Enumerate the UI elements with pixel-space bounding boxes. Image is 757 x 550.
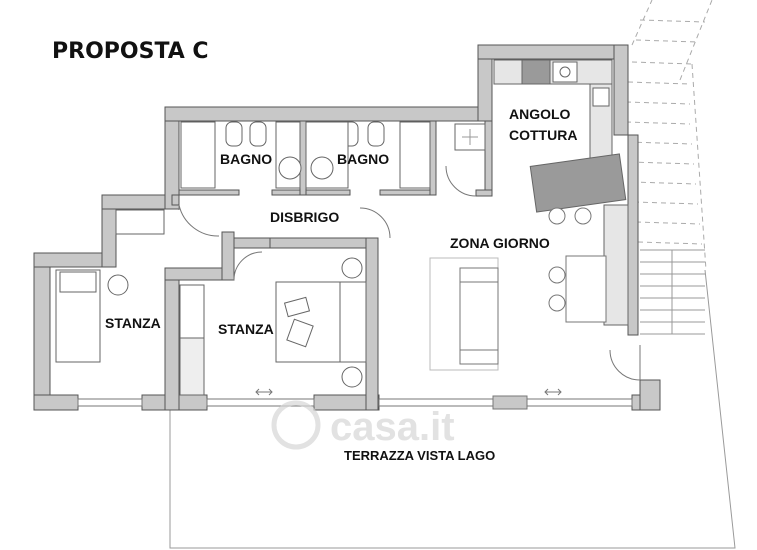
exterior-stairs [625, 0, 713, 271]
windows [77, 395, 633, 410]
room-label-terrazza: TERRAZZA VISTA LAGO [344, 448, 495, 463]
doors [178, 165, 641, 381]
window-arrows [255, 388, 562, 396]
watermark: casa.it [271, 400, 455, 450]
interior-stairs [640, 249, 705, 335]
room-label-disbrigo: DISBRIGO [270, 209, 339, 225]
room-label-angolo: ANGOLO [509, 106, 571, 122]
room-label-bagno-left: BAGNO [220, 151, 272, 167]
room-label-cottura: COTTURA [509, 127, 577, 143]
bathroom-fixtures [180, 121, 486, 189]
bedroom-center-furniture [179, 257, 367, 396]
room-label-stanza-center: STANZA [218, 321, 274, 337]
plan-title: PROPOSTA C [52, 39, 209, 64]
bedroom-left-furniture [55, 209, 165, 363]
room-label-zona-giorno: ZONA GIORNO [450, 235, 550, 251]
living-furniture [429, 207, 607, 371]
walls [33, 44, 661, 411]
terrace-outline [169, 269, 736, 549]
kitchen [493, 59, 629, 326]
watermark-text: casa.it [330, 405, 455, 449]
room-label-stanza-left: STANZA [105, 315, 161, 331]
room-label-bagno-right: BAGNO [337, 151, 389, 167]
